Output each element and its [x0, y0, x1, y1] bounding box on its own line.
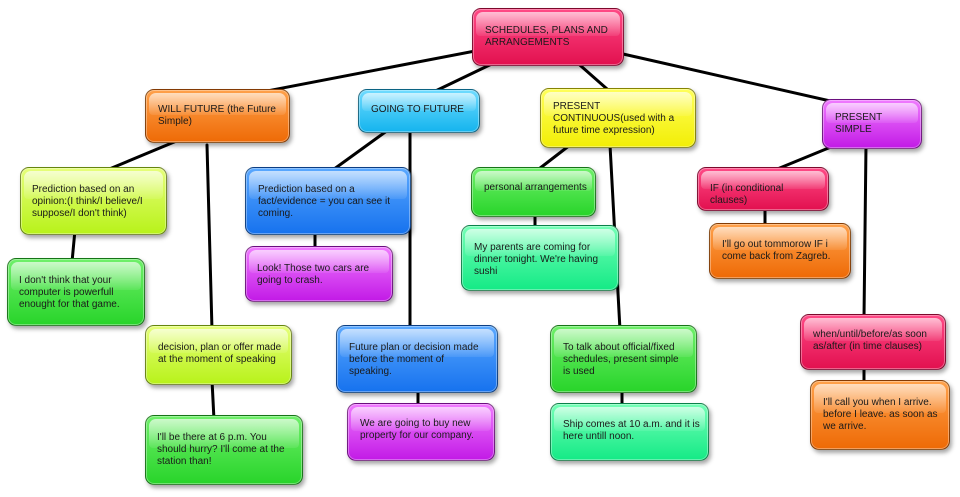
simple-time-clauses-example-node: I'll call you when I arrive. before I le…	[810, 380, 950, 450]
present-continuous-node: PRESENT CONTINUOUS(used with a future ti…	[540, 88, 696, 148]
will-decision-example-node: I'll be there at 6 p.m. You should hurry…	[145, 415, 303, 485]
continuous-arrangements-example-node: My parents are coming for dinner tonight…	[461, 225, 619, 291]
simple-conditional-example-node: I'll go out tommorow IF i come back from…	[709, 223, 851, 279]
link-will-prediction-example	[70, 228, 77, 264]
going-prediction-node: Prediction based on a fact/evidence = yo…	[245, 167, 411, 235]
going-plan-node: Future plan or decision made before the …	[336, 325, 498, 393]
will-decision-node: decision, plan or offer made at the mome…	[145, 325, 292, 385]
will-prediction-example-node: I don't think that your computer is powe…	[7, 258, 145, 326]
going-to-node: GOING TO FUTURE	[358, 89, 480, 133]
simple-schedules-node: To talk about official/fixed schedules, …	[550, 325, 697, 393]
simple-schedules-example-node: Ship comes at 10 a.m. and it is here unt…	[550, 403, 709, 461]
going-plan-example-node: We are going to buy new property for our…	[347, 403, 495, 461]
simple-conditional-node: IF (in conditional clauses)	[697, 167, 829, 211]
will-prediction-node: Prediction based on an opinion:(I think/…	[20, 167, 167, 235]
link-decision-example	[210, 378, 216, 422]
will-future-node: WILL FUTURE (the Future Simple)	[145, 89, 290, 143]
going-prediction-example-node: Look! Those two cars are going to crash.	[245, 246, 393, 302]
simple-time-clauses-node: when/until/before/as soon as/after (in t…	[800, 314, 946, 370]
continuous-arrangements-node: personal arrangements	[471, 167, 596, 217]
link-simple-time	[862, 143, 868, 320]
present-simple-node: PRESENT SIMPLE	[822, 99, 922, 149]
link-will-decision	[205, 143, 214, 332]
root-node: SCHEDULES, PLANS AND ARRANGEMENTS	[472, 8, 624, 66]
